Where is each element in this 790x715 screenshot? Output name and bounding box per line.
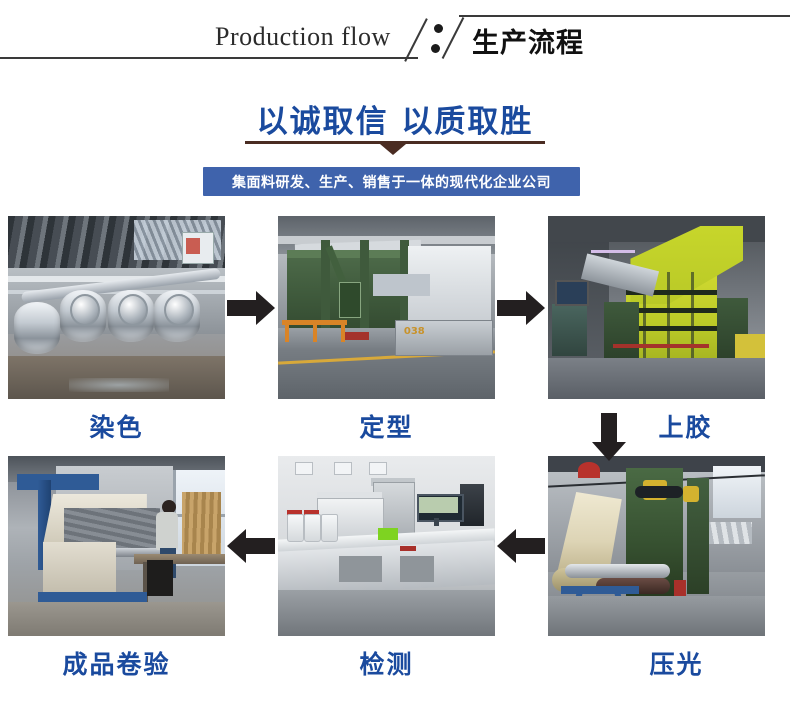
header-diagonal-line-right (441, 17, 465, 59)
header-diagonal-line-left (404, 18, 428, 62)
setting-stenter-photo: 038 (278, 216, 495, 399)
company-description-banner: 集面料研发、生产、销售于一体的现代化企业公司 (203, 167, 580, 196)
arrow-gluing-to-calendering-icon (592, 413, 626, 461)
page-header: Production flow 生产流程 (0, 0, 790, 72)
slogan-underline (245, 141, 545, 144)
header-dot-lower-icon (431, 44, 440, 53)
flow-step-label-gluing: 上胶 (658, 413, 713, 442)
dyeing-machines-photo (8, 216, 225, 399)
header-top-rule (459, 15, 790, 17)
flow-step-testing: 检测 (278, 456, 528, 681)
flow-step-gluing: 上胶 (548, 216, 790, 444)
laboratory-testing-photo (278, 456, 495, 636)
header-title-zh: 生产流程 (472, 28, 584, 59)
flow-step-label-setting: 定型 (359, 413, 414, 442)
flow-step-dyeing: 染色 (8, 216, 258, 444)
calendering-photo (548, 456, 765, 636)
slogan-underline-tip (380, 144, 406, 155)
header-title-en: Production flow (215, 22, 391, 51)
company-description-text: 集面料研发、生产、销售于一体的现代化企业公司 (232, 174, 551, 191)
production-flow-grid: 染色 038 定型 (0, 216, 790, 715)
arrow-dyeing-to-setting-icon (227, 291, 275, 325)
flow-step-calendering: 压光 (548, 456, 790, 681)
arrow-testing-to-finished-icon (227, 529, 275, 563)
arrow-setting-to-gluing-icon (497, 291, 545, 325)
finished-roll-inspection-photo (8, 456, 225, 636)
flow-step-setting: 038 定型 (278, 216, 528, 444)
flow-step-label-finished-inspection: 成品卷验 (62, 650, 171, 679)
flow-step-label-calendering: 压光 (649, 650, 704, 679)
gluing-coating-photo (548, 216, 765, 399)
header-dot-upper-icon (434, 24, 443, 33)
header-bottom-rule (0, 57, 418, 59)
flow-step-finished-inspection: 成品卷验 (8, 456, 258, 681)
flow-step-label-testing: 检测 (359, 650, 414, 679)
arrow-calendering-to-testing-icon (497, 529, 545, 563)
main-slogan: 以诚取信 以质取胜 (256, 104, 534, 140)
flow-step-label-dyeing: 染色 (89, 413, 144, 442)
